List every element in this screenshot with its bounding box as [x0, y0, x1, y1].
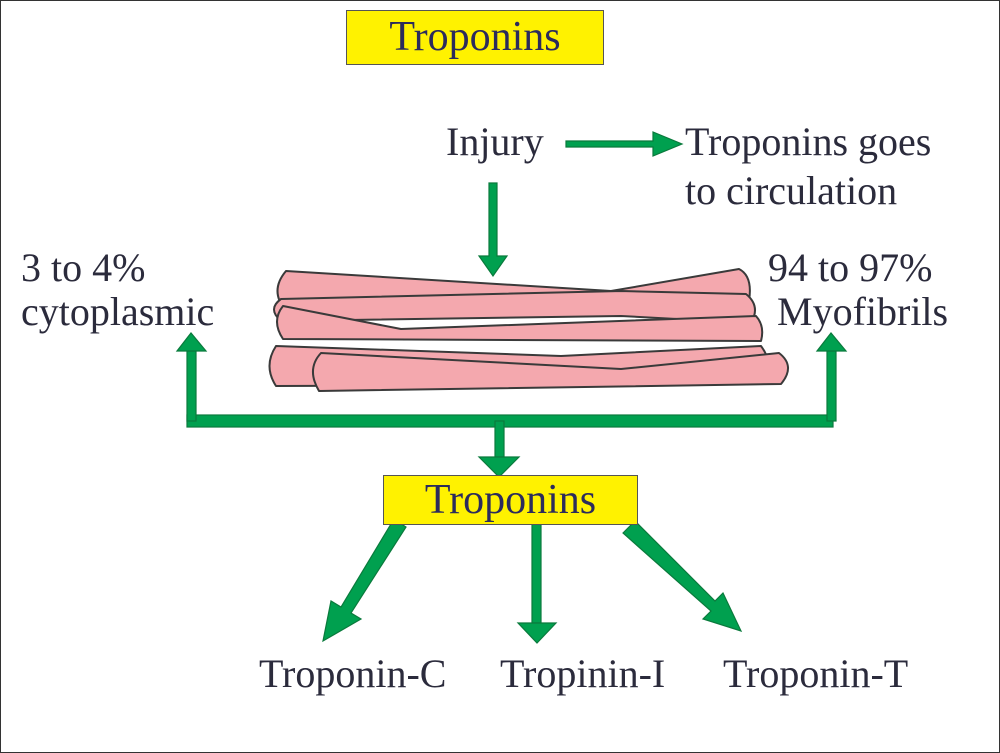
myofibrils-percent-label: 94 to 97%	[768, 245, 933, 290]
arrow-injury-to-fiber	[477, 182, 509, 278]
circulation-label-line1: Troponins goes	[685, 119, 932, 164]
troponin-c-label: Troponin-C	[259, 651, 447, 696]
injury-label: Injury	[446, 119, 544, 164]
title-box: Troponins	[346, 10, 604, 65]
arrow-to-troponin-t	[622, 520, 743, 632]
center-troponins-box: Troponins	[383, 475, 638, 525]
distribution-bar	[186, 414, 834, 428]
arrow-to-cytoplasmic	[175, 332, 208, 352]
arrow-to-myofibrils	[815, 332, 848, 352]
right-riser	[826, 350, 837, 422]
muscle-fiber	[276, 305, 764, 342]
arrow-to-center-box	[477, 456, 521, 478]
cytoplasmic-percent-label: 3 to 4%	[21, 245, 146, 290]
center-stem	[494, 420, 505, 458]
arrow-to-tropinin-i	[516, 622, 558, 644]
arrow-to-circulation	[565, 131, 684, 157]
myofibrils-label: Myofibrils	[777, 289, 949, 334]
tropinin-i-label: Tropinin-I	[500, 651, 666, 696]
arrows	[175, 131, 848, 644]
left-riser	[186, 350, 197, 422]
arrow-to-tropinin-i-stem	[531, 520, 542, 624]
cytoplasmic-label: cytoplasmic	[21, 289, 215, 334]
muscle-fiber-bundle	[268, 268, 789, 392]
muscle-fiber	[312, 352, 789, 392]
troponin-t-label: Troponin-T	[723, 651, 909, 696]
arrow-to-troponin-c	[322, 518, 407, 643]
circulation-label-line2: to circulation	[685, 168, 898, 213]
